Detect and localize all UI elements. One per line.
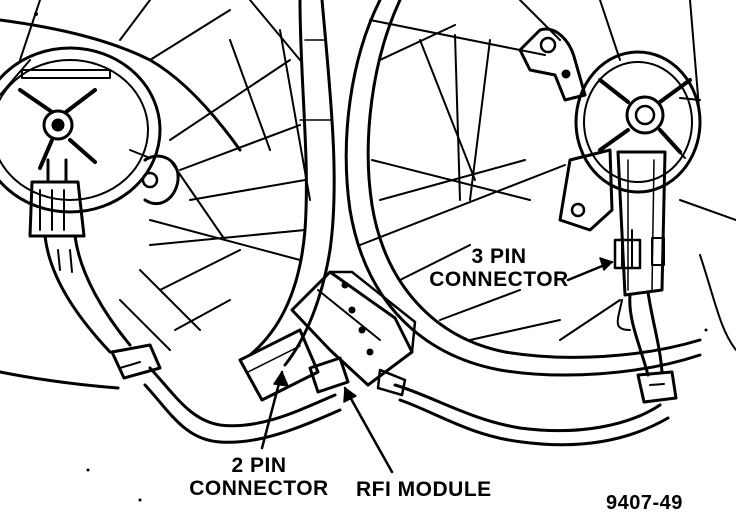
main-harness bbox=[143, 328, 670, 447]
leader-3-pin-connector bbox=[566, 257, 614, 282]
left-fan-shroud bbox=[0, 0, 242, 390]
shroud-ribs bbox=[119, 0, 311, 351]
figure-number: 9407-49 bbox=[606, 492, 683, 514]
three-pin-connector-label: 3 PIN CONNECTOR bbox=[426, 245, 572, 291]
two-pin-label-line2: CONNECTOR bbox=[189, 477, 329, 500]
right-fan-ribs bbox=[359, 0, 736, 341]
scan-specks bbox=[34, 12, 708, 502]
right-fan-motor bbox=[518, 27, 702, 297]
three-pin-label-line1: 3 PIN bbox=[471, 245, 527, 268]
left-harness bbox=[43, 234, 162, 380]
right-fan-shroud bbox=[344, 0, 736, 377]
leader-rfi-module bbox=[343, 386, 394, 474]
leader-2-pin-connector bbox=[260, 370, 289, 450]
left-fan-motor bbox=[0, 46, 180, 238]
two-pin-connector-label: 2 PIN CONNECTOR bbox=[184, 454, 334, 500]
three-pin-label-line2: CONNECTOR bbox=[429, 268, 569, 291]
rfi-module-label: RFI MODULE bbox=[356, 478, 492, 501]
right-harness bbox=[616, 290, 678, 404]
shroud-center-band bbox=[248, 0, 336, 367]
two-pin-label-line1: 2 PIN bbox=[231, 454, 287, 477]
rfi-module-shape bbox=[290, 270, 417, 397]
